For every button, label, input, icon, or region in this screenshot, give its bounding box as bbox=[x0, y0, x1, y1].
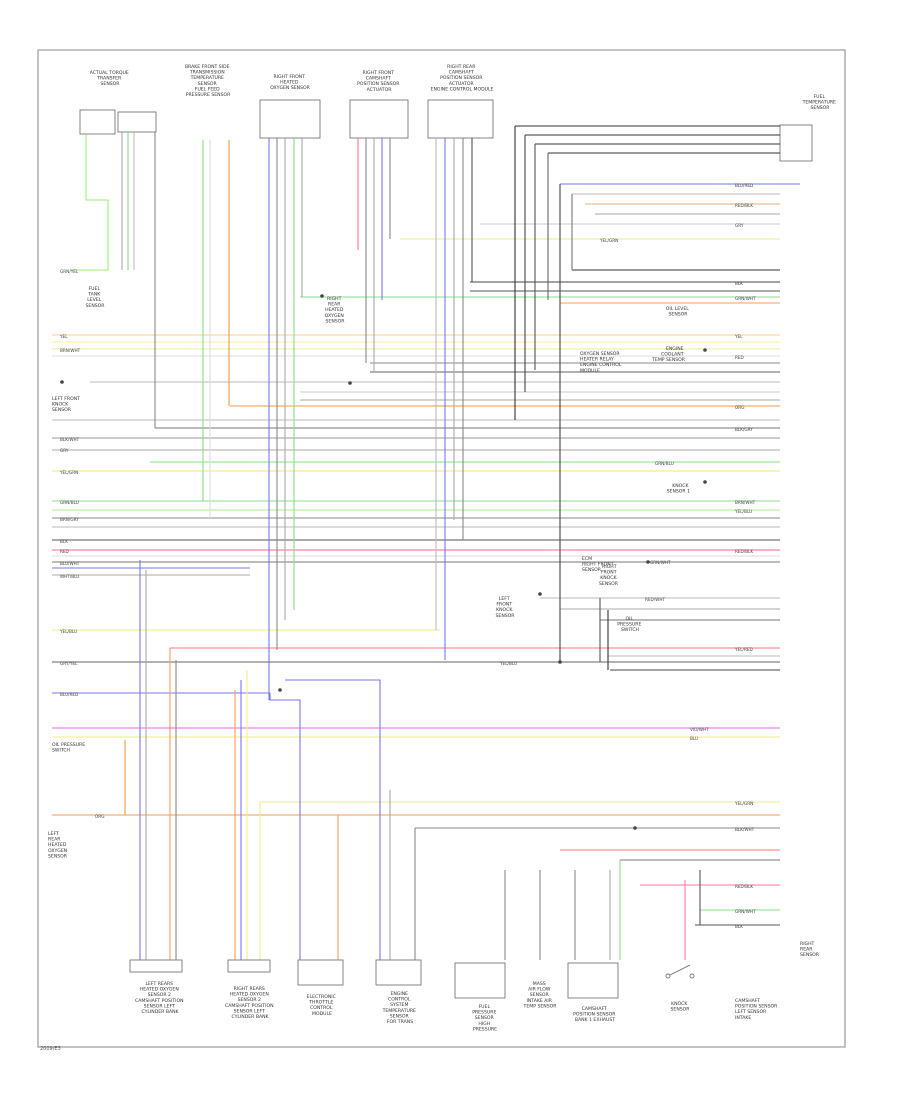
label-c25: KNOCK SENSOR bbox=[671, 1001, 691, 1013]
connector-c3 bbox=[259, 99, 321, 139]
component-labels: ACTUAL TORQUE TRANSFER SENSOR BRAKE FRON… bbox=[48, 64, 838, 1032]
wire-label: YEL bbox=[59, 334, 68, 339]
wire-label: VIO/WHT bbox=[690, 727, 709, 732]
label-c20: ELECTRONIC THROTTLE CONTROL MODULE bbox=[307, 994, 338, 1017]
wire-label: YEL/BLU bbox=[499, 661, 517, 666]
connector-c18 bbox=[129, 959, 183, 973]
label-c14: LEFT FRONT KNOCK SENSOR bbox=[496, 596, 516, 619]
wire-label: RED bbox=[735, 355, 744, 360]
wire-label: BRN/GRY bbox=[60, 517, 79, 522]
label-c16: OIL PRESSURE SWITCH bbox=[52, 742, 87, 754]
label-c12: KNOCK SENSOR 1 bbox=[667, 483, 690, 495]
footer-code: 2009/E3 bbox=[40, 1046, 61, 1052]
label-c8: FUEL TANK LEVEL SENSOR bbox=[86, 286, 106, 309]
wire-label: GRN/WHT bbox=[735, 909, 756, 914]
wire-label: GRN/BLU bbox=[655, 461, 674, 466]
wire-label: RED/BLK bbox=[735, 884, 753, 889]
label-c11: ENGINE COOLANT TEMP SENSOR bbox=[651, 346, 686, 363]
connector-c22 bbox=[454, 962, 506, 999]
label-c28: ECM RIGHT FRONT SENSOR bbox=[582, 556, 615, 573]
wire-label: YEL/BLU bbox=[734, 509, 752, 514]
label-c24: CAMSHAFT POSITION SENSOR BANK 1 EXHAUST bbox=[573, 1006, 617, 1023]
wire-label: GRY bbox=[60, 448, 69, 453]
wire-label: ORG bbox=[95, 814, 104, 819]
wire-label: GRN/YEL bbox=[60, 269, 79, 274]
wire-label: YEL/GRN bbox=[59, 470, 78, 475]
label-c23: MASS AIR FLOW SENSOR INTAKE AIR TEMP SEN… bbox=[523, 981, 558, 1009]
label-c29: RIGHT REAR SENSOR bbox=[800, 941, 820, 958]
label-c26: CAMSHAFT POSITION SENSOR LEFT SENSOR INT… bbox=[735, 998, 779, 1021]
label-c19: RIGHT REARS HEATED OXYGEN SENSOR 2 CAMSH… bbox=[225, 986, 275, 1020]
wire-label: BLK bbox=[735, 281, 743, 286]
wire-label: BLU/WHT bbox=[60, 561, 80, 566]
connector-c21 bbox=[375, 959, 422, 986]
wire-label: BRN/WHT bbox=[60, 348, 81, 353]
wire-label: BRN/WHT bbox=[735, 500, 756, 505]
horizontal-wires bbox=[52, 125, 800, 926]
wire-label: BLK/WHT bbox=[735, 827, 755, 832]
vertical-wires bbox=[70, 126, 701, 960]
bottom-components bbox=[129, 959, 695, 999]
label-c7: RIGHT REAR HEATED OXYGEN SENSOR bbox=[325, 296, 346, 324]
label-c17: LEFT REAR HEATED OXYGEN SENSOR bbox=[48, 831, 69, 859]
label-c18: LEFT REARS HEATED OXYGEN SENSOR 2 CAMSHA… bbox=[135, 981, 185, 1015]
label-c6: FUEL TEMPERATURE SENSOR bbox=[802, 94, 838, 111]
label-c9: OIL LEVEL SENSOR bbox=[666, 306, 691, 318]
wire-label: YEL/RED bbox=[734, 647, 753, 652]
label-c27: OXYGEN SENSOR HEATER RELAY ENGINE CONTRO… bbox=[580, 351, 623, 374]
connector-c19 bbox=[227, 959, 271, 973]
connector-c20 bbox=[297, 959, 344, 986]
diagram-frame bbox=[37, 49, 846, 1048]
wire-label: GRY bbox=[735, 223, 744, 228]
label-c2: BRAKE FRONT SIDE TRANSMISSION TEMPERATUR… bbox=[185, 64, 231, 98]
wire-label: BLU/RED bbox=[735, 183, 753, 188]
connector-c5 bbox=[427, 99, 494, 139]
label-c22: FUEL PRESSURE SENSOR HIGH PRESSURE bbox=[472, 1004, 498, 1032]
wire-label: GRY/YEL bbox=[60, 661, 78, 666]
wire-label: YEL bbox=[734, 334, 743, 339]
connector-c1 bbox=[79, 109, 116, 135]
wire-label: ORG bbox=[735, 405, 744, 410]
wire-label: YEL/GRN bbox=[599, 238, 618, 243]
component-boxes bbox=[79, 99, 813, 162]
wire-label: RED/BLK bbox=[735, 549, 753, 554]
label-c15: OIL PRESSURE SWITCH bbox=[617, 616, 643, 633]
wire-label: BLU bbox=[690, 736, 698, 741]
label-c10: LEFT FRONT KNOCK SENSOR bbox=[52, 396, 81, 413]
wire-label: GRN/WHT bbox=[735, 296, 756, 301]
wire-label: WHT/BLU bbox=[60, 574, 79, 579]
wire-label: RED bbox=[60, 549, 69, 554]
wire-label: GRN/WHT bbox=[650, 560, 671, 565]
wire-label: BLU/RED bbox=[60, 692, 78, 697]
wire-label: BLK/GRY bbox=[735, 427, 753, 432]
label-c21: ENGINE CONTROL SYSTEM TEMPERATURE SENSOR… bbox=[382, 991, 418, 1025]
connector-c6 bbox=[779, 124, 813, 162]
label-c13: RIGHT FRONT KNOCK SENSOR bbox=[599, 564, 619, 587]
label-c1: ACTUAL TORQUE TRANSFER SENSOR bbox=[90, 70, 131, 87]
connector-c4 bbox=[349, 99, 409, 139]
label-c3: RIGHT FRONT HEATED OXYGEN SENSOR bbox=[270, 74, 310, 91]
connector-c2 bbox=[117, 111, 157, 133]
wire-label: BLK/WHT bbox=[60, 437, 80, 442]
wire-label: RED/BLK bbox=[735, 203, 753, 208]
wire-label: YEL/BLU bbox=[59, 629, 77, 634]
wire-labels: GRN/YEL YEL BRN/WHT BLK/WHT GRY YEL/GRN … bbox=[59, 183, 756, 929]
wire-label: BLK bbox=[735, 924, 743, 929]
wire-label: YEL/GRN bbox=[734, 801, 753, 806]
connector-c23 bbox=[567, 962, 619, 999]
label-c4: RIGHT FRONT CAMSHAFT POSITION SENSOR ACT… bbox=[357, 70, 401, 93]
splice-dots bbox=[60, 294, 707, 830]
wire-label: BLK bbox=[60, 539, 68, 544]
wire-label: RED/WHT bbox=[645, 597, 665, 602]
wire-label: GRN/BLU bbox=[60, 500, 79, 505]
label-c5: RIGHT REAR CAMSHAFT POSITION SENSOR ACTU… bbox=[431, 64, 494, 92]
